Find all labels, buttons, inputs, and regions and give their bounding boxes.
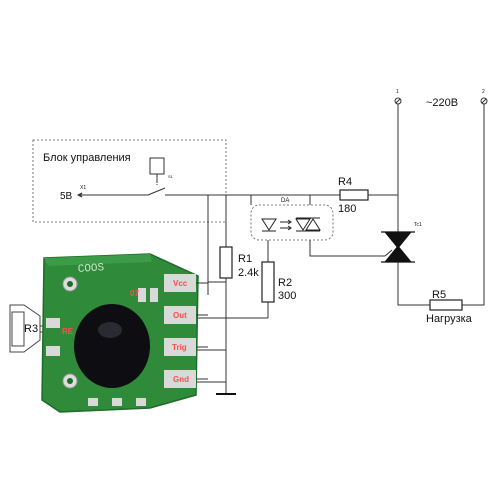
mains-voltage-label: ~220В	[426, 97, 458, 109]
resistor-r4: R4 180	[338, 176, 369, 215]
module-silkscreen: COOS	[77, 262, 105, 276]
optocoupler: DA	[250, 198, 334, 241]
r5-ref: R5	[432, 289, 446, 301]
led-icon	[261, 218, 292, 232]
relay-ref: S1	[168, 174, 174, 179]
pin-trig-label: Trig	[172, 343, 187, 352]
control-block-title: Блок управления	[43, 152, 131, 164]
resistor-r1: R1 2.4k	[219, 246, 259, 279]
pin-vcc-label: Vcc	[173, 279, 188, 288]
optocoupler-ref: DA	[281, 198, 289, 204]
speaker-icon: R3	[9, 304, 56, 353]
pin-gnd-label: Gnd	[173, 375, 189, 384]
r3-ref: R3	[24, 323, 38, 335]
r1-value: 2.4k	[238, 267, 259, 279]
terminal-1-label: 1	[396, 89, 399, 95]
control-block: Блок управления 5В X1 S1	[32, 139, 227, 223]
r4-value: 180	[338, 203, 356, 215]
module-mark-07: 07	[130, 289, 139, 298]
resistor-r5: R5 Нагрузка	[426, 289, 473, 325]
mains: 1 2 ~220В	[394, 89, 488, 109]
module-mark-re: RE	[62, 327, 74, 336]
input-terminal-ref: X1	[80, 185, 86, 191]
r2-value: 300	[278, 290, 296, 302]
wiring	[195, 104, 485, 394]
triac-tc1: Tc1	[381, 222, 422, 263]
triac-icon	[295, 217, 321, 232]
r4-ref: R4	[338, 176, 352, 188]
relay-contact-icon	[147, 157, 205, 196]
pin-out-label: Out	[173, 311, 187, 320]
r2-ref: R2	[278, 277, 292, 289]
input-voltage-label: 5В	[60, 191, 73, 202]
r1-ref: R1	[238, 253, 252, 265]
r5-value: Нагрузка	[426, 313, 473, 325]
timer-module: COOS RE 07 Vcc Out Trig Gnd	[41, 253, 208, 413]
terminal-2-label: 2	[482, 89, 485, 95]
resistor-r2: R2 300	[261, 261, 296, 303]
triac-ref: Tc1	[414, 222, 422, 228]
